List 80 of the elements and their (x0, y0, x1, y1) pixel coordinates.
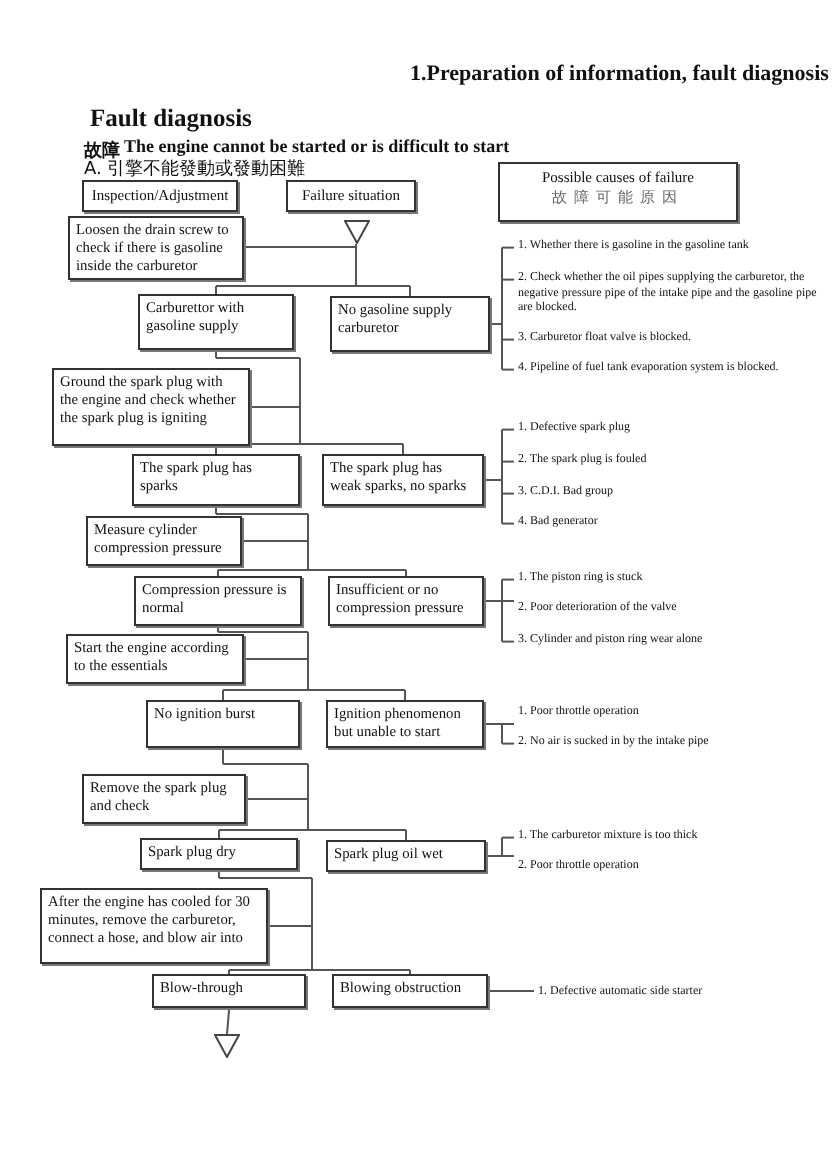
bracket-line (485, 600, 515, 602)
connector-line (222, 689, 309, 691)
bracket-line (501, 600, 503, 643)
connector-line (215, 357, 301, 359)
connector-line (307, 829, 407, 831)
subheading: The engine cannot be started or is difficult to start (124, 136, 510, 156)
connector-line (269, 925, 313, 927)
bracket-line (501, 246, 515, 249)
connector-line (307, 658, 309, 691)
connector-line (215, 285, 357, 287)
bracket-line (501, 522, 515, 525)
bracket-line (501, 278, 503, 325)
bracket-line (501, 742, 515, 745)
bracket-line (501, 428, 515, 431)
connector-line (217, 569, 309, 571)
connector-line (247, 798, 309, 800)
bracket-line (501, 836, 503, 857)
bracket-line (501, 723, 503, 745)
connector-line (355, 285, 411, 287)
connector-line (299, 406, 301, 445)
connector-line (218, 877, 313, 879)
connector-line (243, 540, 309, 542)
connector-line (404, 689, 406, 701)
connector-line (402, 443, 404, 455)
bracket-line (501, 338, 515, 341)
connector-line (245, 246, 357, 248)
connector-line (307, 513, 309, 542)
section-heading: Fault diagnosis (90, 104, 252, 134)
connector-line (307, 798, 309, 831)
connector-line (299, 357, 301, 408)
connector-line (218, 871, 220, 879)
connector-line (218, 829, 220, 839)
connector-line (226, 1009, 230, 1035)
connector-line (311, 969, 411, 971)
connector-line (222, 689, 224, 701)
connector-line (222, 749, 224, 765)
connector-line (251, 406, 301, 408)
bracket-line (501, 578, 503, 602)
bracket-line (489, 990, 535, 992)
bracket-line (485, 479, 503, 481)
connector-line (218, 829, 309, 831)
connector-line (307, 689, 406, 691)
connector-line (307, 569, 407, 571)
bracket-line (501, 640, 515, 643)
connector-line (215, 351, 217, 359)
connector-line (245, 658, 309, 660)
triangle-symbol (214, 1034, 240, 1058)
bracket-line (485, 723, 503, 725)
connector-line (215, 513, 309, 515)
connector-line (217, 631, 309, 633)
connector-line (311, 925, 313, 971)
connector-line (311, 877, 313, 927)
bracket-line (501, 479, 503, 525)
bracket-line (501, 836, 515, 839)
column-header-box (498, 162, 738, 222)
triangle-symbol (344, 220, 370, 244)
bracket-line (501, 492, 515, 495)
connector-line (409, 285, 411, 297)
connector-line (299, 443, 404, 445)
bracket-line (501, 578, 515, 581)
bracket-line (501, 460, 515, 463)
connector-line (405, 829, 407, 841)
connector-line (215, 507, 217, 515)
bracket-line (487, 855, 515, 857)
chinese-subheading: A. 引擎不能發動或發動困難 (84, 159, 306, 182)
connector-line (355, 246, 357, 287)
connector-line (228, 969, 313, 971)
connector-line (217, 569, 219, 577)
connector-line (307, 540, 309, 571)
bracket-line (501, 278, 515, 281)
connector-line (307, 763, 309, 800)
connector-line (222, 763, 309, 765)
bracket-line (491, 323, 503, 325)
bracket-line (501, 368, 515, 371)
bracket-line (501, 460, 503, 481)
bracket-line (501, 323, 503, 371)
connector-line (307, 631, 309, 660)
page-title: 1.Preparation of information, fault diagnosis (410, 62, 829, 86)
connector-line (405, 569, 407, 577)
connector-line (215, 285, 217, 295)
